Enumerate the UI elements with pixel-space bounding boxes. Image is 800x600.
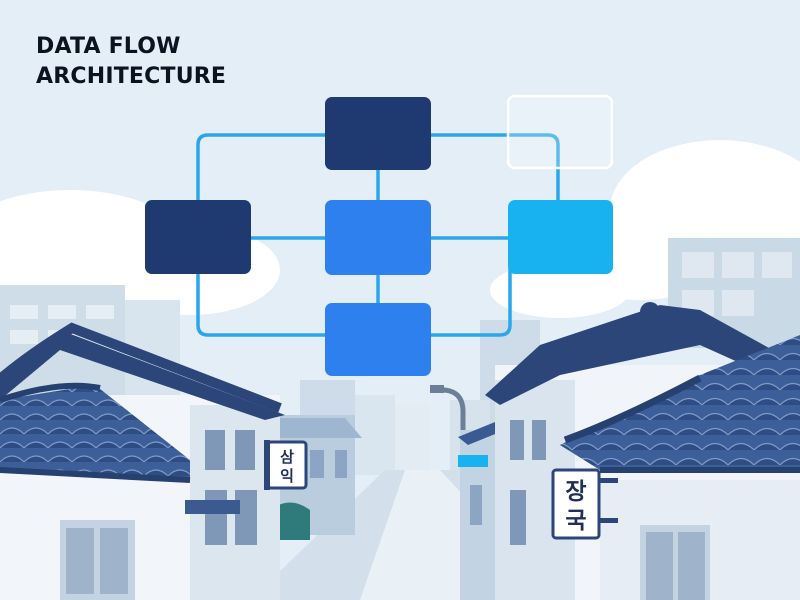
left-sign-char-2: 익 [280,467,294,485]
node-bottom-center [325,303,431,376]
left-shop-sign [264,440,308,490]
diagram-nodes [145,94,614,376]
left-sign-char-1: 삼 [280,448,294,466]
street-lamp [430,385,466,520]
right-shop-sign [551,468,618,540]
node-top-center [325,97,431,170]
title-line-1: DATA FLOW [36,34,181,59]
left-hanok [0,322,285,600]
right-sign-char-1: 장 [565,479,586,505]
title-line-2: ARCHITECTURE [36,64,227,89]
node-middle-center [325,200,431,275]
right-sign-char-2: 국 [565,508,586,534]
node-middle-left [145,200,251,274]
connector-right-return [428,268,512,337]
connector-top-right [428,133,560,202]
node-top-right-ghost [506,94,614,170]
page-title: DATA FLOW ARCHITECTURE [36,32,226,92]
node-middle-right [508,200,613,274]
